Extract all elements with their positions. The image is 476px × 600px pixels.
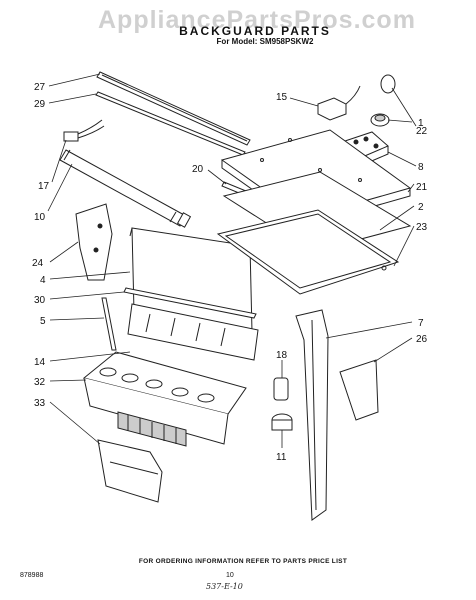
callout-2: 2	[418, 202, 424, 213]
callout-labels: 27 29 17 10 24 4 30 5 14 32 33 15 1 22 8…	[32, 82, 428, 463]
watermark: AppliancePartsPros.com	[98, 6, 416, 34]
callout-10: 10	[34, 212, 46, 223]
callout-5: 5	[40, 316, 46, 327]
callout-23: 23	[416, 222, 428, 233]
callout-24: 24	[32, 258, 44, 269]
callout-20: 20	[192, 164, 204, 175]
part-11-socket	[271, 413, 293, 431]
part-7-side-trim	[295, 309, 329, 521]
part-29-trim-strip	[95, 91, 246, 156]
callout-leader-lines	[47, 73, 417, 448]
part-10-fluorescent-tube	[59, 149, 192, 228]
diagram-code: 878988	[20, 572, 44, 579]
callout-29: 29	[34, 99, 46, 110]
handwritten-note: 537-E-10	[206, 582, 243, 591]
diagram-title: BACKGUARD PARTS	[179, 24, 331, 38]
model-subtitle: For Model: SM958PSKW2	[216, 37, 314, 46]
part-26-end-bracket	[339, 359, 379, 421]
ordering-info-note: FOR ORDERING INFORMATION REFER TO PARTS …	[138, 558, 348, 565]
callout-32: 32	[34, 377, 46, 388]
callout-11: 11	[276, 452, 287, 463]
callout-17: 17	[38, 181, 50, 192]
callout-18: 18	[276, 350, 288, 361]
callout-33: 33	[34, 398, 46, 409]
callout-22: 22	[416, 126, 428, 137]
part-24-end-bracket	[75, 203, 113, 281]
part-15-switch	[317, 85, 361, 121]
part-17-lamp-socket	[63, 119, 105, 142]
callout-14: 14	[34, 357, 46, 368]
part-5-side-trim	[101, 297, 117, 351]
callout-30: 30	[34, 295, 46, 306]
part-14-glass-panel	[127, 303, 259, 361]
part-27-trim-strip	[96, 71, 251, 146]
callout-8: 8	[418, 162, 424, 173]
callout-15: 15	[276, 92, 288, 103]
callout-21: 21	[416, 182, 428, 193]
part-18-bulb	[273, 377, 289, 401]
part-32-control-housing	[82, 351, 247, 447]
callout-27: 27	[34, 82, 46, 93]
page-number: 10	[226, 572, 234, 579]
part-1-knob	[370, 113, 390, 127]
part-33-end-cap	[97, 439, 163, 503]
callout-26: 26	[416, 334, 428, 345]
part-22-knob-ring	[380, 74, 396, 94]
part-23-lower-panel	[216, 209, 400, 295]
callout-7: 7	[418, 318, 424, 329]
part-30-trim-strip	[123, 287, 257, 319]
callout-1: 1	[418, 118, 424, 129]
callout-4: 4	[40, 275, 46, 286]
